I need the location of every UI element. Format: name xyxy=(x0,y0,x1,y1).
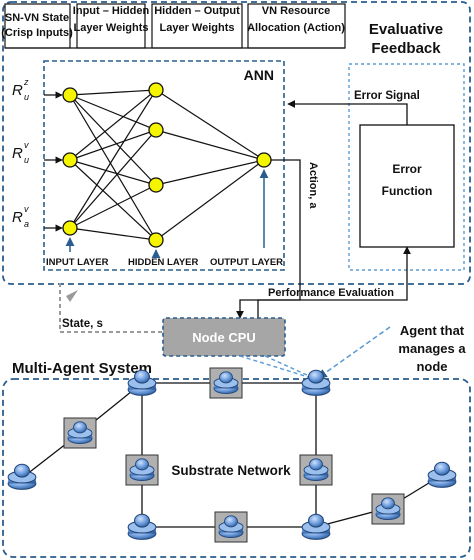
header-hidden-output-line1: Hidden – Output xyxy=(154,5,240,17)
svg-text:R: R xyxy=(12,145,23,162)
mas-title: Multi-Agent System xyxy=(12,360,152,377)
cpu-agent-link xyxy=(239,355,319,381)
svg-text:z: z xyxy=(23,77,29,87)
state-arrow-head xyxy=(66,290,78,302)
agent-pointer-line xyxy=(317,326,391,379)
column-headers xyxy=(4,3,346,49)
error-function-box xyxy=(359,124,455,248)
performance-evaluation-label: Performance Evaluation xyxy=(268,287,394,299)
layer-pointer-arrows xyxy=(65,169,269,259)
rl-agent-outer-box xyxy=(2,1,471,285)
evaluative-feedback-line2: Feedback xyxy=(371,40,441,57)
svg-text:u: u xyxy=(24,155,29,165)
header-input-hidden-line1: Input – Hidden xyxy=(73,5,150,17)
substrate-square-nodes xyxy=(63,367,405,543)
agent-label-line3: node xyxy=(416,359,447,374)
header-sn-vn-state-line1: SN-VN State xyxy=(5,12,69,24)
svg-text:R: R xyxy=(12,82,23,99)
svg-text:u: u xyxy=(24,92,29,102)
input-layer-label: INPUT LAYER xyxy=(46,257,109,268)
action-label: Action, a xyxy=(307,162,319,209)
ann-box xyxy=(43,60,285,271)
substrate-network-label: Substrate Network xyxy=(171,463,291,478)
input-layer-neurons xyxy=(62,87,78,236)
error-signal-label: Error Signal xyxy=(354,90,420,102)
header-vn-resource-line2: Allocation (Action) xyxy=(247,22,345,34)
ann-title: ANN xyxy=(244,67,274,83)
svg-text:R: R xyxy=(12,209,23,226)
input-label-3: R v a xyxy=(12,204,29,229)
performance-evaluation-line xyxy=(257,246,411,318)
svg-text:v: v xyxy=(24,204,29,214)
header-hidden-output-line2: Layer Weights xyxy=(160,22,235,34)
ann-connections xyxy=(69,89,265,241)
state-label: State, s xyxy=(62,318,103,330)
hidden-layer-label: HIDDEN LAYER xyxy=(128,257,199,268)
output-layer-neuron xyxy=(256,152,272,168)
error-function-line1: Error xyxy=(392,162,422,176)
header-input-hidden-line2: Layer Weights xyxy=(74,22,149,34)
svg-text:a: a xyxy=(24,219,29,229)
header-sn-vn-state-line2: (Crisp Inputs) xyxy=(1,27,73,39)
evaluative-feedback-line1: Evaluative xyxy=(369,21,443,38)
input-label-1: R z u xyxy=(12,77,29,102)
agent-label-line2: manages a xyxy=(398,341,466,356)
error-signal-line xyxy=(287,100,408,125)
error-function-line2: Function xyxy=(382,184,433,198)
state-line xyxy=(59,282,162,333)
input-label-2: R v u xyxy=(12,140,29,165)
node-cpu-label: Node CPU xyxy=(192,330,256,345)
input-arrows xyxy=(44,91,63,232)
hidden-layer-neurons xyxy=(148,82,164,248)
node-cpu-box xyxy=(162,317,286,357)
agent-label-line1: Agent that xyxy=(400,323,465,338)
output-layer-label: OUTPUT LAYER xyxy=(210,257,283,268)
svg-text:v: v xyxy=(24,140,29,150)
header-vn-resource-line1: VN Resource xyxy=(262,5,330,17)
